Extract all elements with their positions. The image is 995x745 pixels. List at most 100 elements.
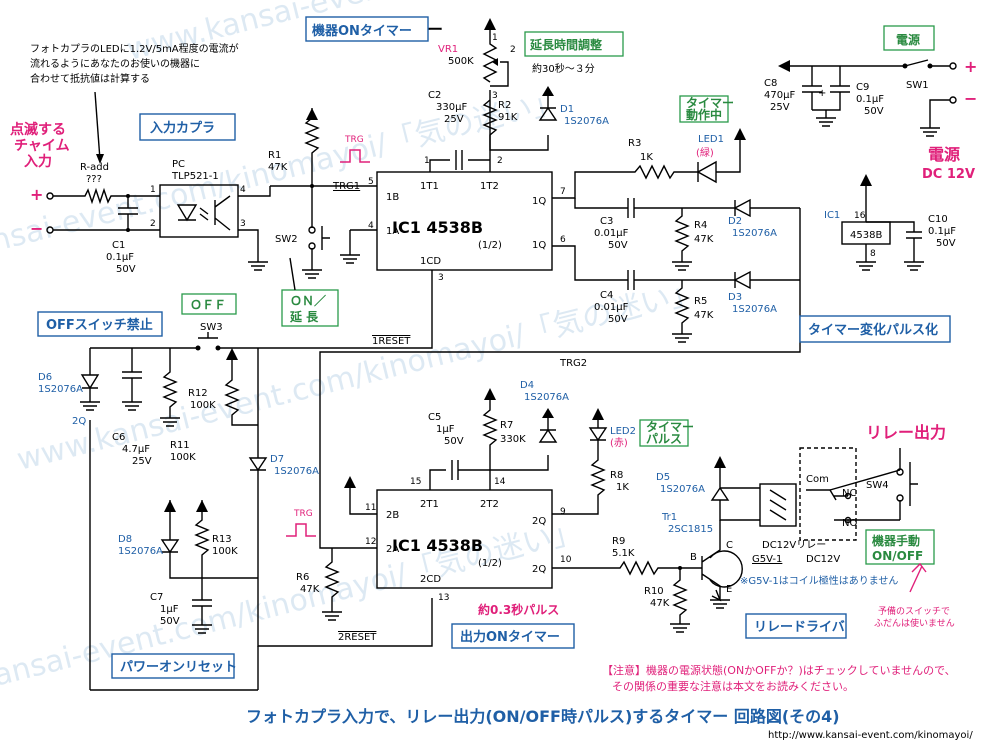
svg-text:電源: 電源 <box>896 32 920 47</box>
svg-text:延 長: 延 長 <box>289 309 319 324</box>
c2-capacitor <box>429 150 490 172</box>
svg-text:Com: Com <box>806 474 829 485</box>
c7-capacitor <box>192 578 212 625</box>
vcc-arrow-left-icon <box>778 60 790 72</box>
svg-text:D4: D4 <box>520 380 534 391</box>
pc-led-icon <box>176 204 198 222</box>
svg-text:2Q: 2Q <box>532 564 546 575</box>
svg-text:91K: 91K <box>498 112 518 123</box>
svg-text:50V: 50V <box>936 238 956 249</box>
note-arrow <box>94 91 101 161</box>
svg-text:1S2076A: 1S2076A <box>118 546 163 557</box>
photocoupler-note: フォトカプラのLEDに1.2V/5mA程度の電流が 流れるようにあなたのお使いの… <box>30 42 239 85</box>
svg-text:1Q: 1Q <box>532 240 546 251</box>
r6-resistor <box>324 548 340 612</box>
timer-active-box <box>679 95 729 123</box>
c6-capacitor <box>122 348 142 402</box>
ground-icon <box>322 611 342 621</box>
trg2-wire <box>319 208 801 549</box>
svg-text:1S2076A: 1S2076A <box>564 116 609 127</box>
svg-text:IC1 4538B: IC1 4538B <box>392 218 483 237</box>
svg-text:1T2: 1T2 <box>480 181 499 192</box>
diagram-title: フォトカプラ入力で、リレー出力(ON/OFF時パルス)するタイマー 回路図(その… <box>246 707 840 726</box>
svg-text:D2: D2 <box>728 216 742 227</box>
svg-text:IC1 4538B: IC1 4538B <box>392 536 483 555</box>
svg-text:(赤): (赤) <box>610 437 628 449</box>
svg-text:D1: D1 <box>560 104 574 115</box>
svg-text:3: 3 <box>492 91 498 101</box>
svg-text:+: + <box>818 88 826 99</box>
c8-capacitor <box>802 66 822 110</box>
ground-icon <box>816 117 836 127</box>
vcc-arrow-icon <box>542 86 554 96</box>
svg-text:D8: D8 <box>118 534 132 545</box>
svg-text:入力カプラ: 入力カプラ <box>150 120 215 136</box>
svg-text:C6: C6 <box>112 432 125 443</box>
svg-text:C7: C7 <box>150 592 163 603</box>
vcc-arrow-icon <box>734 128 746 140</box>
ground-icon <box>248 261 268 271</box>
svg-text:0.01μF: 0.01μF <box>594 228 629 239</box>
c4-capacitor <box>552 245 735 290</box>
svg-text:LED2: LED2 <box>610 426 636 437</box>
svg-text:1: 1 <box>424 156 430 166</box>
svg-text:1K: 1K <box>640 152 653 163</box>
svg-text:タイマー変化パルス化: タイマー変化パルス化 <box>808 322 938 338</box>
svg-text:470μF: 470μF <box>764 90 795 101</box>
svg-text:タイマー: タイマー <box>686 96 734 110</box>
svg-text:延長時間調整: 延長時間調整 <box>529 37 602 52</box>
note-arrow-head <box>96 154 104 164</box>
svg-text:1: 1 <box>492 33 498 43</box>
svg-text:50V: 50V <box>160 616 180 627</box>
svg-text:パルス: パルス <box>646 432 682 446</box>
off-box <box>181 293 237 315</box>
svg-text:E: E <box>726 584 732 595</box>
r13-resistor <box>194 500 210 578</box>
svg-text:ＯＮ／: ＯＮ／ <box>290 293 326 308</box>
r10-resistor <box>672 568 688 624</box>
svg-text:SW3: SW3 <box>200 322 223 333</box>
pc-photocoupler <box>159 184 239 238</box>
ground-icon <box>672 333 692 343</box>
sw3-switch <box>90 332 312 349</box>
svg-text:TRG: TRG <box>344 135 364 145</box>
timer-on-box <box>305 16 429 42</box>
svg-text:R7: R7 <box>500 420 513 431</box>
svg-text:IC1: IC1 <box>824 210 840 221</box>
svg-text:50V: 50V <box>116 264 136 275</box>
reset1-wire <box>312 270 433 349</box>
svg-text:TLP521-1: TLP521-1 <box>171 171 219 182</box>
svg-text:NO: NO <box>842 518 857 529</box>
ic2-4538b <box>376 489 553 589</box>
r4-resistor <box>674 208 690 262</box>
svg-text:50V: 50V <box>864 106 884 117</box>
svg-text:2B: 2B <box>386 510 399 521</box>
svg-text:ON/OFF: ON/OFF <box>872 549 923 563</box>
svg-text:(1/2): (1/2) <box>478 558 502 569</box>
svg-text:D3: D3 <box>728 292 742 303</box>
ground-icon <box>122 401 142 411</box>
c1-capacitor <box>118 196 138 230</box>
svg-text:50V: 50V <box>608 314 628 325</box>
svg-text:約0.3秒パルス: 約0.3秒パルス <box>478 602 559 617</box>
vcc-arrow-icon <box>196 500 208 512</box>
svg-text:約30秒～３分: 約30秒～３分 <box>532 62 595 75</box>
svg-text:47K: 47K <box>694 310 714 321</box>
svg-text:点滅する: 点滅する <box>10 121 66 138</box>
svg-text:合わせて抵抗値は計算する: 合わせて抵抗値は計算する <box>30 72 150 85</box>
r12-resistor <box>224 360 258 426</box>
svg-text:1S2076A: 1S2076A <box>660 484 705 495</box>
svg-text:2SC1815: 2SC1815 <box>668 524 713 535</box>
vcc-arrow-icon <box>344 476 356 488</box>
svg-text:7: 7 <box>560 187 566 197</box>
svg-text:1S2076A: 1S2076A <box>38 384 83 395</box>
svg-text:リレードライバ: リレードライバ <box>754 620 845 635</box>
off-switch-disable-box <box>37 311 163 337</box>
source-url: http://www.kansai-event.com/kinomayoi/ <box>768 730 973 741</box>
svg-text:0.01μF: 0.01μF <box>594 302 629 313</box>
svg-text:動作中: 動作中 <box>686 107 722 122</box>
svg-text:(緑): (緑) <box>696 146 714 159</box>
svg-text:R2: R2 <box>498 100 511 111</box>
svg-text:16: 16 <box>854 211 866 221</box>
